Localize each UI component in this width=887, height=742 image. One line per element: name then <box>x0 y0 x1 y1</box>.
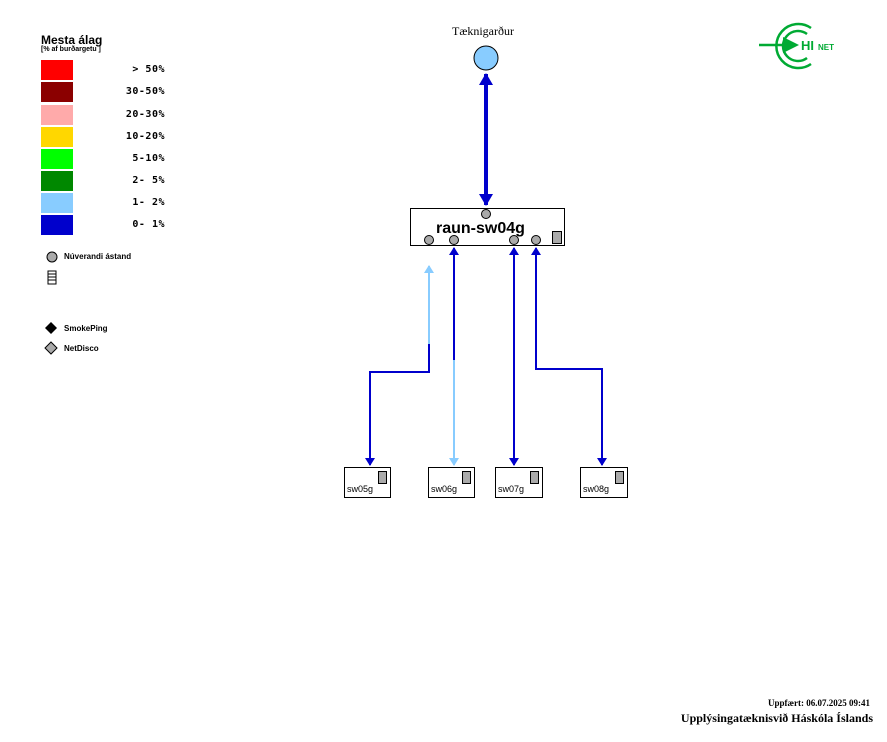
legend-swatch <box>41 215 73 235</box>
status-label: Núverandi ástand <box>64 252 132 261</box>
link-sw08g[interactable] <box>531 247 607 466</box>
legend-swatch <box>41 193 73 213</box>
port-sw05g-icon[interactable] <box>424 235 434 245</box>
device-icon[interactable] <box>530 471 539 484</box>
device-icon[interactable] <box>615 471 624 484</box>
logo-text: HI <box>801 38 814 53</box>
legend-swatch <box>41 127 73 147</box>
server-icon <box>47 270 57 285</box>
legend-item: 10-20% <box>41 127 165 147</box>
switch-node-sw08g[interactable]: sw08g <box>580 467 628 498</box>
legend-item: 1- 2% <box>41 193 165 213</box>
device-icon[interactable] <box>552 231 562 244</box>
legend-label: 1- 2% <box>132 197 165 208</box>
port-sw08g-icon[interactable] <box>531 235 541 245</box>
legend-item: 0- 1% <box>41 215 165 235</box>
smokeping-link[interactable]: SmokePing <box>64 324 108 333</box>
legend-label: 30-50% <box>125 86 165 97</box>
legend-subtitle: [% af burðargetu ] <box>41 46 101 53</box>
switch-name: sw06g <box>431 484 458 494</box>
switch-name: sw07g <box>498 484 525 494</box>
legend-item: 2- 5% <box>41 171 165 191</box>
hinet-logo[interactable]: HI NET <box>755 20 835 72</box>
legend-label: > 50% <box>132 64 165 75</box>
switch-node-sw07g[interactable]: sw07g <box>495 467 543 498</box>
status-circle-icon <box>46 251 58 263</box>
device-icon[interactable] <box>378 471 387 484</box>
legend-swatch <box>41 105 73 125</box>
port-sw06g-icon[interactable] <box>449 235 459 245</box>
legend-item: 30-50% <box>41 82 165 102</box>
port-sw07g-icon[interactable] <box>509 235 519 245</box>
diamond-gray-icon <box>44 341 58 355</box>
legend-title: Mesta álag <box>41 33 103 47</box>
diamond-black-icon <box>45 322 57 334</box>
main-switch-ports <box>424 209 541 245</box>
device-icon[interactable] <box>462 471 471 484</box>
organization-name: Upplýsingatæknisvið Háskóla Íslands <box>680 711 873 725</box>
legend-swatch <box>41 149 73 169</box>
legend-item: 5-10% <box>41 149 165 169</box>
legend-item: 20-30% <box>41 105 165 125</box>
cloud-label: Tæknigarður <box>452 24 514 38</box>
switch-name: sw05g <box>347 484 374 494</box>
legend-swatch <box>41 60 73 80</box>
switch-node-sw05g[interactable]: sw05g <box>344 467 391 498</box>
legend-label: 2- 5% <box>132 175 165 186</box>
legend-item: > 50% <box>41 60 165 80</box>
legend-label: 20-30% <box>125 109 165 120</box>
legend-swatch <box>41 171 73 191</box>
updated-timestamp: Uppfært: 06.07.2025 09:41 <box>768 698 870 708</box>
cloud-node-icon[interactable] <box>473 45 499 71</box>
link-sw05g[interactable] <box>365 265 434 466</box>
switch-node-sw06g[interactable]: sw06g <box>428 467 475 498</box>
legend-label: 0- 1% <box>132 219 165 230</box>
logo-suffix: NET <box>818 43 834 52</box>
port-top-icon[interactable] <box>481 209 491 219</box>
legend-swatch <box>41 82 73 102</box>
netdisco-link[interactable]: NetDisco <box>64 344 99 353</box>
switch-name: sw08g <box>583 484 610 494</box>
main-switch-name: raun-sw04g <box>436 220 525 237</box>
legend-label: 5-10% <box>132 153 165 164</box>
legend-label: 10-20% <box>125 131 165 142</box>
